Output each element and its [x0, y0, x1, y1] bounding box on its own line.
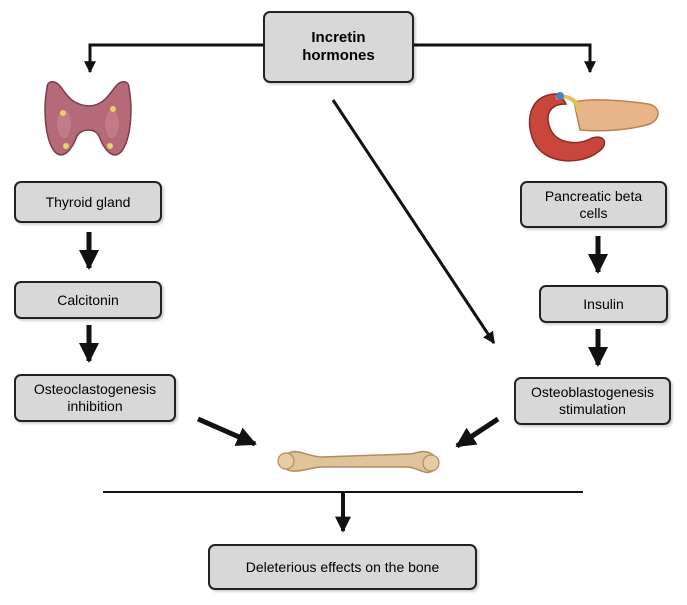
- node-osteoblastogenesis-stimulation: Osteoblastogenesis stimulation: [514, 377, 671, 425]
- femur-bone-icon: [277, 450, 440, 474]
- node-calcitonin: Calcitonin: [14, 281, 162, 319]
- connector-osteoclastogenesis-bone: [196, 416, 257, 447]
- node-thyroid-gland: Thyroid gland: [14, 181, 162, 223]
- connector-incretin-right: [413, 43, 596, 74]
- connector-incretin-left: [84, 43, 263, 74]
- connector-osteoblastogenesis-bone: [455, 416, 500, 449]
- node-pancreatic-beta-cells: Pancreatic beta cells: [520, 181, 667, 228]
- node-incretin-hormones: Incretin hormones: [263, 11, 414, 83]
- thyroid-gland-icon: [44, 81, 132, 156]
- node-deleterious-effects: Deleterious effects on the bone: [208, 544, 477, 590]
- connector-incretin-osteoblastogenesis: [331, 99, 496, 345]
- node-osteoclastogenesis-inhibition: Osteoclastogenesis inhibition: [14, 374, 176, 422]
- node-insulin: Insulin: [539, 285, 668, 323]
- pancreas-icon: [528, 92, 659, 162]
